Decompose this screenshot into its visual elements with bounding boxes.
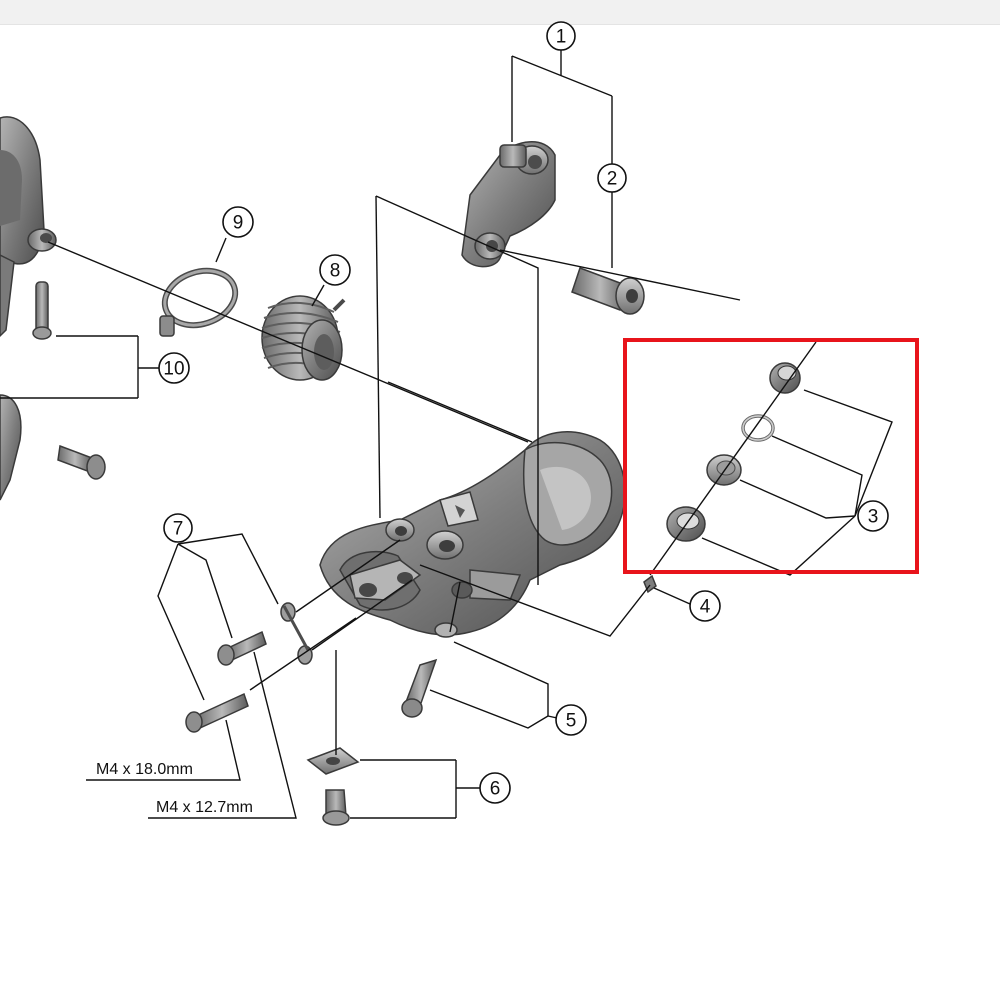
svg-text:2: 2 xyxy=(607,169,618,190)
callout-1: 1 xyxy=(546,21,576,51)
derailleur-main-body xyxy=(319,431,626,636)
part-1-b-link xyxy=(461,141,556,268)
assembly-axis-lines xyxy=(47,195,817,755)
highlight-box-part-3 xyxy=(623,338,919,574)
bolt-size-label-long: M4 x 18.0mm xyxy=(96,761,193,778)
part-10-bolt-lower xyxy=(57,444,106,480)
part-7-pin-long xyxy=(185,692,249,733)
part-2-bolt xyxy=(571,267,645,315)
browser-top-strip xyxy=(0,0,1000,25)
callout-8: 8 xyxy=(319,254,351,286)
callout-6: 6 xyxy=(479,772,511,804)
callout-2: 2 xyxy=(597,163,627,193)
part-3-cap-nut xyxy=(769,362,801,394)
part-3-thin-ring xyxy=(741,414,775,442)
svg-text:4: 4 xyxy=(700,597,711,618)
callout-7: 7 xyxy=(163,513,193,543)
svg-text:9: 9 xyxy=(233,213,244,234)
svg-text:5: 5 xyxy=(566,711,577,732)
part-5-screw xyxy=(401,658,438,718)
part-6-screw xyxy=(322,789,350,826)
leader-lines xyxy=(0,48,893,819)
callout-5: 5 xyxy=(555,704,587,736)
part-9-snap-ring xyxy=(159,267,239,337)
part-7-pin-short xyxy=(217,630,267,666)
svg-text:8: 8 xyxy=(330,261,341,282)
svg-text:3: 3 xyxy=(868,507,879,528)
callout-3: 3 xyxy=(857,500,889,532)
part-8-spring xyxy=(261,295,346,381)
callout-4: 4 xyxy=(689,590,721,622)
svg-text:10: 10 xyxy=(163,359,184,380)
svg-text:1: 1 xyxy=(556,27,567,48)
pulley-cage-fragment xyxy=(0,116,57,501)
part-5-washer xyxy=(434,622,458,638)
part-6-plate xyxy=(306,747,360,775)
svg-text:7: 7 xyxy=(173,519,184,540)
callout-9: 9 xyxy=(222,206,254,238)
callout-10: 10 xyxy=(158,352,190,384)
part-10-bolt-upper xyxy=(32,281,52,340)
svg-text:6: 6 xyxy=(490,779,501,800)
bolt-size-label-short: M4 x 12.7mm xyxy=(156,799,253,816)
